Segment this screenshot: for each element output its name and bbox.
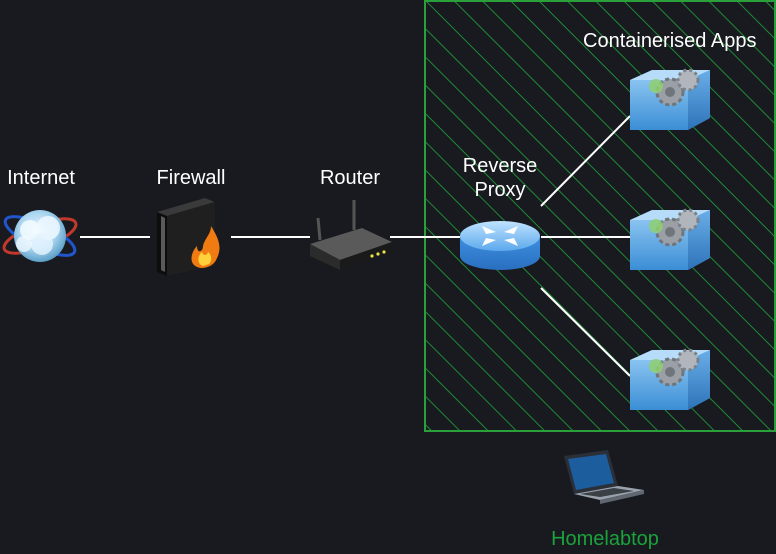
router-label: Router [319, 167, 381, 189]
homelab-zone [424, 0, 776, 432]
homelabtop-label: Homelabtop [551, 528, 659, 550]
globe-cloud-icon [2, 210, 78, 262]
reverse-proxy-label-line2: Proxy [474, 179, 526, 201]
reverse-proxy-label-line1: Reverse [462, 155, 538, 177]
firewall-label: Firewall [156, 167, 226, 189]
links [80, 115, 631, 377]
internet-label: Internet [7, 167, 75, 189]
container-gear-icon [630, 348, 710, 410]
container-app-3 [630, 348, 710, 410]
containerised-apps-label: Containerised Apps [583, 30, 757, 52]
container-app-2 [630, 208, 710, 270]
link-proxy-app-1 [540, 115, 631, 207]
firewall-icon [157, 198, 220, 276]
container-app-1 [630, 68, 710, 130]
container-gear-icon [630, 68, 710, 130]
container-gear-icon [630, 208, 710, 270]
laptop-icon [564, 450, 644, 504]
proxy-router-icon [460, 221, 540, 270]
wireless-router-icon [310, 200, 392, 270]
link-proxy-app-3 [540, 287, 631, 377]
